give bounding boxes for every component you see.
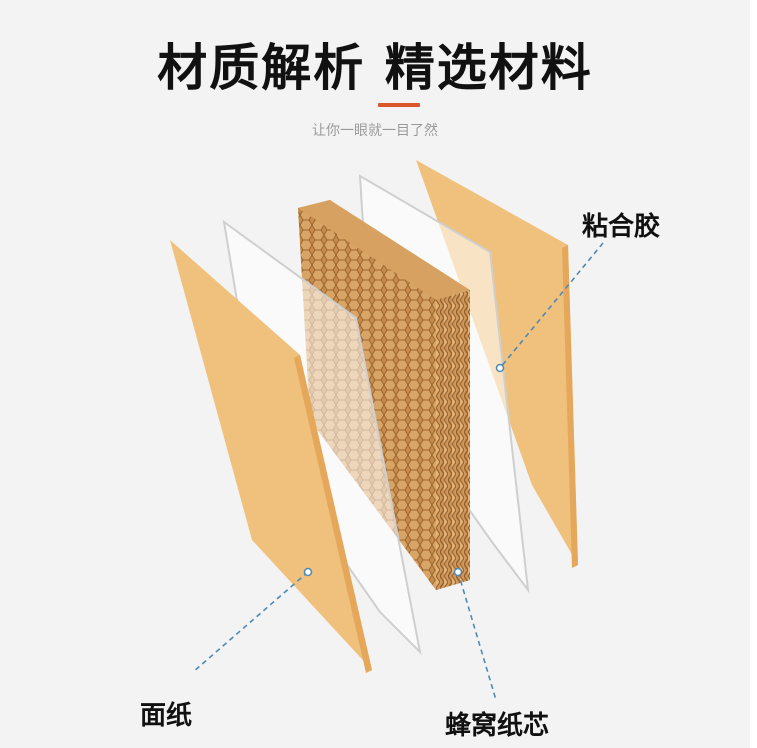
label-face-paper: 面纸 — [140, 701, 193, 731]
page-subtitle: 让你一眼就一目了然 — [312, 123, 438, 139]
title-accent-bar — [378, 103, 420, 107]
label-adhesive: 粘合胶 — [582, 212, 661, 242]
core-marker — [453, 567, 463, 577]
front-face-sheet — [170, 240, 372, 673]
leader-line-face-paper — [192, 571, 309, 673]
page-title: 材质解析 精选材料 — [157, 39, 593, 97]
leader-lines — [192, 242, 604, 701]
leader-line-core — [457, 571, 497, 701]
honeycomb-core — [298, 200, 470, 590]
adhesive-marker — [495, 363, 505, 373]
label-honeycomb-core: 蜂窝纸芯 — [445, 711, 550, 741]
face-paper-marker — [303, 567, 313, 577]
